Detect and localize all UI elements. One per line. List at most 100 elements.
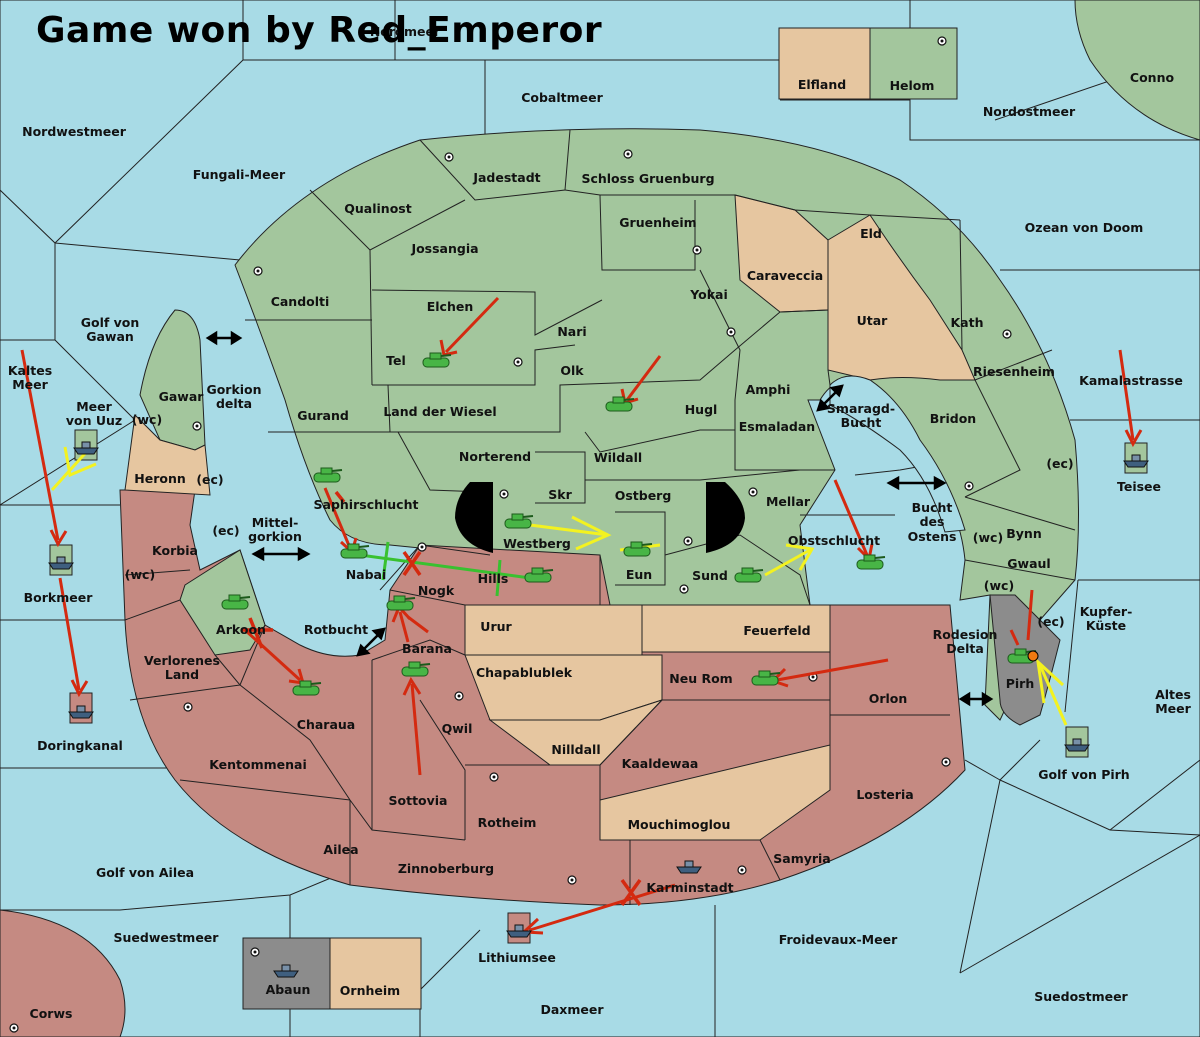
label-westberg: Westberg <box>503 536 571 551</box>
label-mittel-2: gorkion <box>248 529 302 544</box>
label-gwaul: Gwaul <box>1007 556 1050 571</box>
province-elfland[interactable] <box>778 27 871 100</box>
order-arrows-red <box>20 296 1143 935</box>
label-nabai: Nabai <box>346 567 387 582</box>
supply-center-icon <box>454 691 464 701</box>
army-icon <box>422 352 452 368</box>
province-ornheim[interactable] <box>329 937 422 1010</box>
label-urur: Urur <box>480 619 512 634</box>
sea-smaragd-bucht[interactable] <box>829 375 966 533</box>
label-arkoon: Arkoon <box>216 622 266 637</box>
supply-centers <box>9 36 1012 1033</box>
supply-center-icon <box>9 1023 19 1033</box>
label-conno: Conno <box>1130 70 1175 85</box>
supply-center-icon <box>567 875 577 885</box>
supply-center-icon <box>417 542 427 552</box>
supply-center-icon <box>192 421 202 431</box>
label-jossangia: Jossangia <box>410 241 478 256</box>
province-feuerfeld[interactable] <box>641 604 831 653</box>
label-kaltes-2: Meer <box>12 377 48 392</box>
label-rodesion-2: Delta <box>946 641 984 656</box>
label-suedwestmeer: Suedwestmeer <box>114 930 220 945</box>
label-esmaladan: Esmaladan <box>739 419 815 434</box>
province-urur[interactable] <box>464 604 643 656</box>
label-qwil: Qwil <box>442 721 473 736</box>
label-skr: Skr <box>548 487 572 502</box>
label-kentommenai: Kentommenai <box>209 757 307 772</box>
label-rotheim: Rotheim <box>478 815 537 830</box>
label-nogk: Nogk <box>418 583 455 598</box>
label-suedostmeer: Suedostmeer <box>1034 989 1128 1004</box>
supply-center-icon <box>679 584 689 594</box>
label-teisee: Teisee <box>1117 479 1161 494</box>
province-labels: Elfland Helom Conno Nordmeer Cobaltmeer … <box>8 24 1192 1021</box>
label-wildall: Wildall <box>594 450 642 465</box>
army-icon <box>751 670 781 686</box>
label-kaaldewaa: Kaaldewaa <box>622 756 699 771</box>
province-conno[interactable] <box>1074 0 1200 141</box>
label-rodesion-1: Rodesion <box>933 627 998 642</box>
label-ornheim: Ornheim <box>340 983 400 998</box>
supply-center-icon <box>499 489 509 499</box>
fleet-icon <box>48 556 74 570</box>
army-icon <box>856 554 886 570</box>
army-icon <box>313 467 343 483</box>
label-kath: Kath <box>951 315 984 330</box>
label-jadestadt: Jadestadt <box>472 170 540 185</box>
label-qualinost: Qualinost <box>344 201 411 216</box>
fleet-icon <box>1123 454 1149 468</box>
label-smaragd-1: Smaragd- <box>827 401 895 416</box>
label-meer-uuz-2: von Uuz <box>66 413 122 428</box>
province-heronn[interactable] <box>124 413 211 496</box>
province-gawar[interactable] <box>139 309 206 451</box>
label-bynn: Bynn <box>1006 526 1041 541</box>
label-kaltes-1: Kaltes <box>8 363 52 378</box>
fleet-icon <box>273 964 299 978</box>
label-obstschlucht: Obstschlucht <box>788 533 880 548</box>
label-gorkion-1: Gorkion <box>206 382 261 397</box>
order-arrows-green <box>359 541 531 597</box>
failed-order-marks <box>241 490 642 907</box>
label-verlorenes-2: Land <box>165 667 199 682</box>
label-golf-gawan-1: Golf von <box>81 315 140 330</box>
label-amphi: Amphi <box>746 382 791 397</box>
label-lithiumsee: Lithiumsee <box>478 950 556 965</box>
label-bucht-1: Bucht <box>912 500 953 515</box>
impassable-east <box>706 482 745 553</box>
label-feuerfeld: Feuerfeld <box>743 623 810 638</box>
label-golf-ailea: Golf von Ailea <box>96 865 194 880</box>
label-korbia: Korbia <box>152 543 198 558</box>
label-barana: Barana <box>402 641 452 656</box>
label-altes-2: Meer <box>1155 701 1191 716</box>
coast-tag-ec: (ec) <box>196 472 223 487</box>
coast-tag-wc: (wc) <box>984 578 1014 593</box>
label-heronn: Heronn <box>134 471 186 486</box>
label-yokai: Yokai <box>689 287 728 302</box>
label-eun: Eun <box>626 567 652 582</box>
label-nilldall: Nilldall <box>551 742 600 757</box>
army-icon <box>386 595 416 611</box>
supply-center-icon <box>253 266 263 276</box>
fleet-units[interactable] <box>48 441 1149 978</box>
label-hugl: Hugl <box>685 402 718 417</box>
supply-center-icon <box>444 152 454 162</box>
label-gruenheim: Gruenheim <box>619 215 696 230</box>
army-units[interactable] <box>221 352 1037 696</box>
label-ailea: Ailea <box>323 842 358 857</box>
label-land-wiesel: Land der Wiesel <box>383 404 496 419</box>
label-ostberg: Ostberg <box>615 488 672 503</box>
army-icon <box>623 541 653 557</box>
label-utar: Utar <box>857 313 889 328</box>
passage-arrows <box>205 330 994 707</box>
label-karminstadt: Karminstadt <box>646 880 733 895</box>
label-sund: Sund <box>692 568 728 583</box>
label-meer-uuz-1: Meer <box>76 399 112 414</box>
label-sottovia: Sottovia <box>389 793 448 808</box>
label-doringkanal: Doringkanal <box>37 738 123 753</box>
game-result-title: Game won by Red_Emperor <box>36 10 603 51</box>
label-smaragd-2: Bucht <box>841 415 882 430</box>
province-corws[interactable] <box>0 909 126 1037</box>
coast-tag-ec: (ec) <box>212 523 239 538</box>
label-hills: Hills <box>478 571 509 586</box>
